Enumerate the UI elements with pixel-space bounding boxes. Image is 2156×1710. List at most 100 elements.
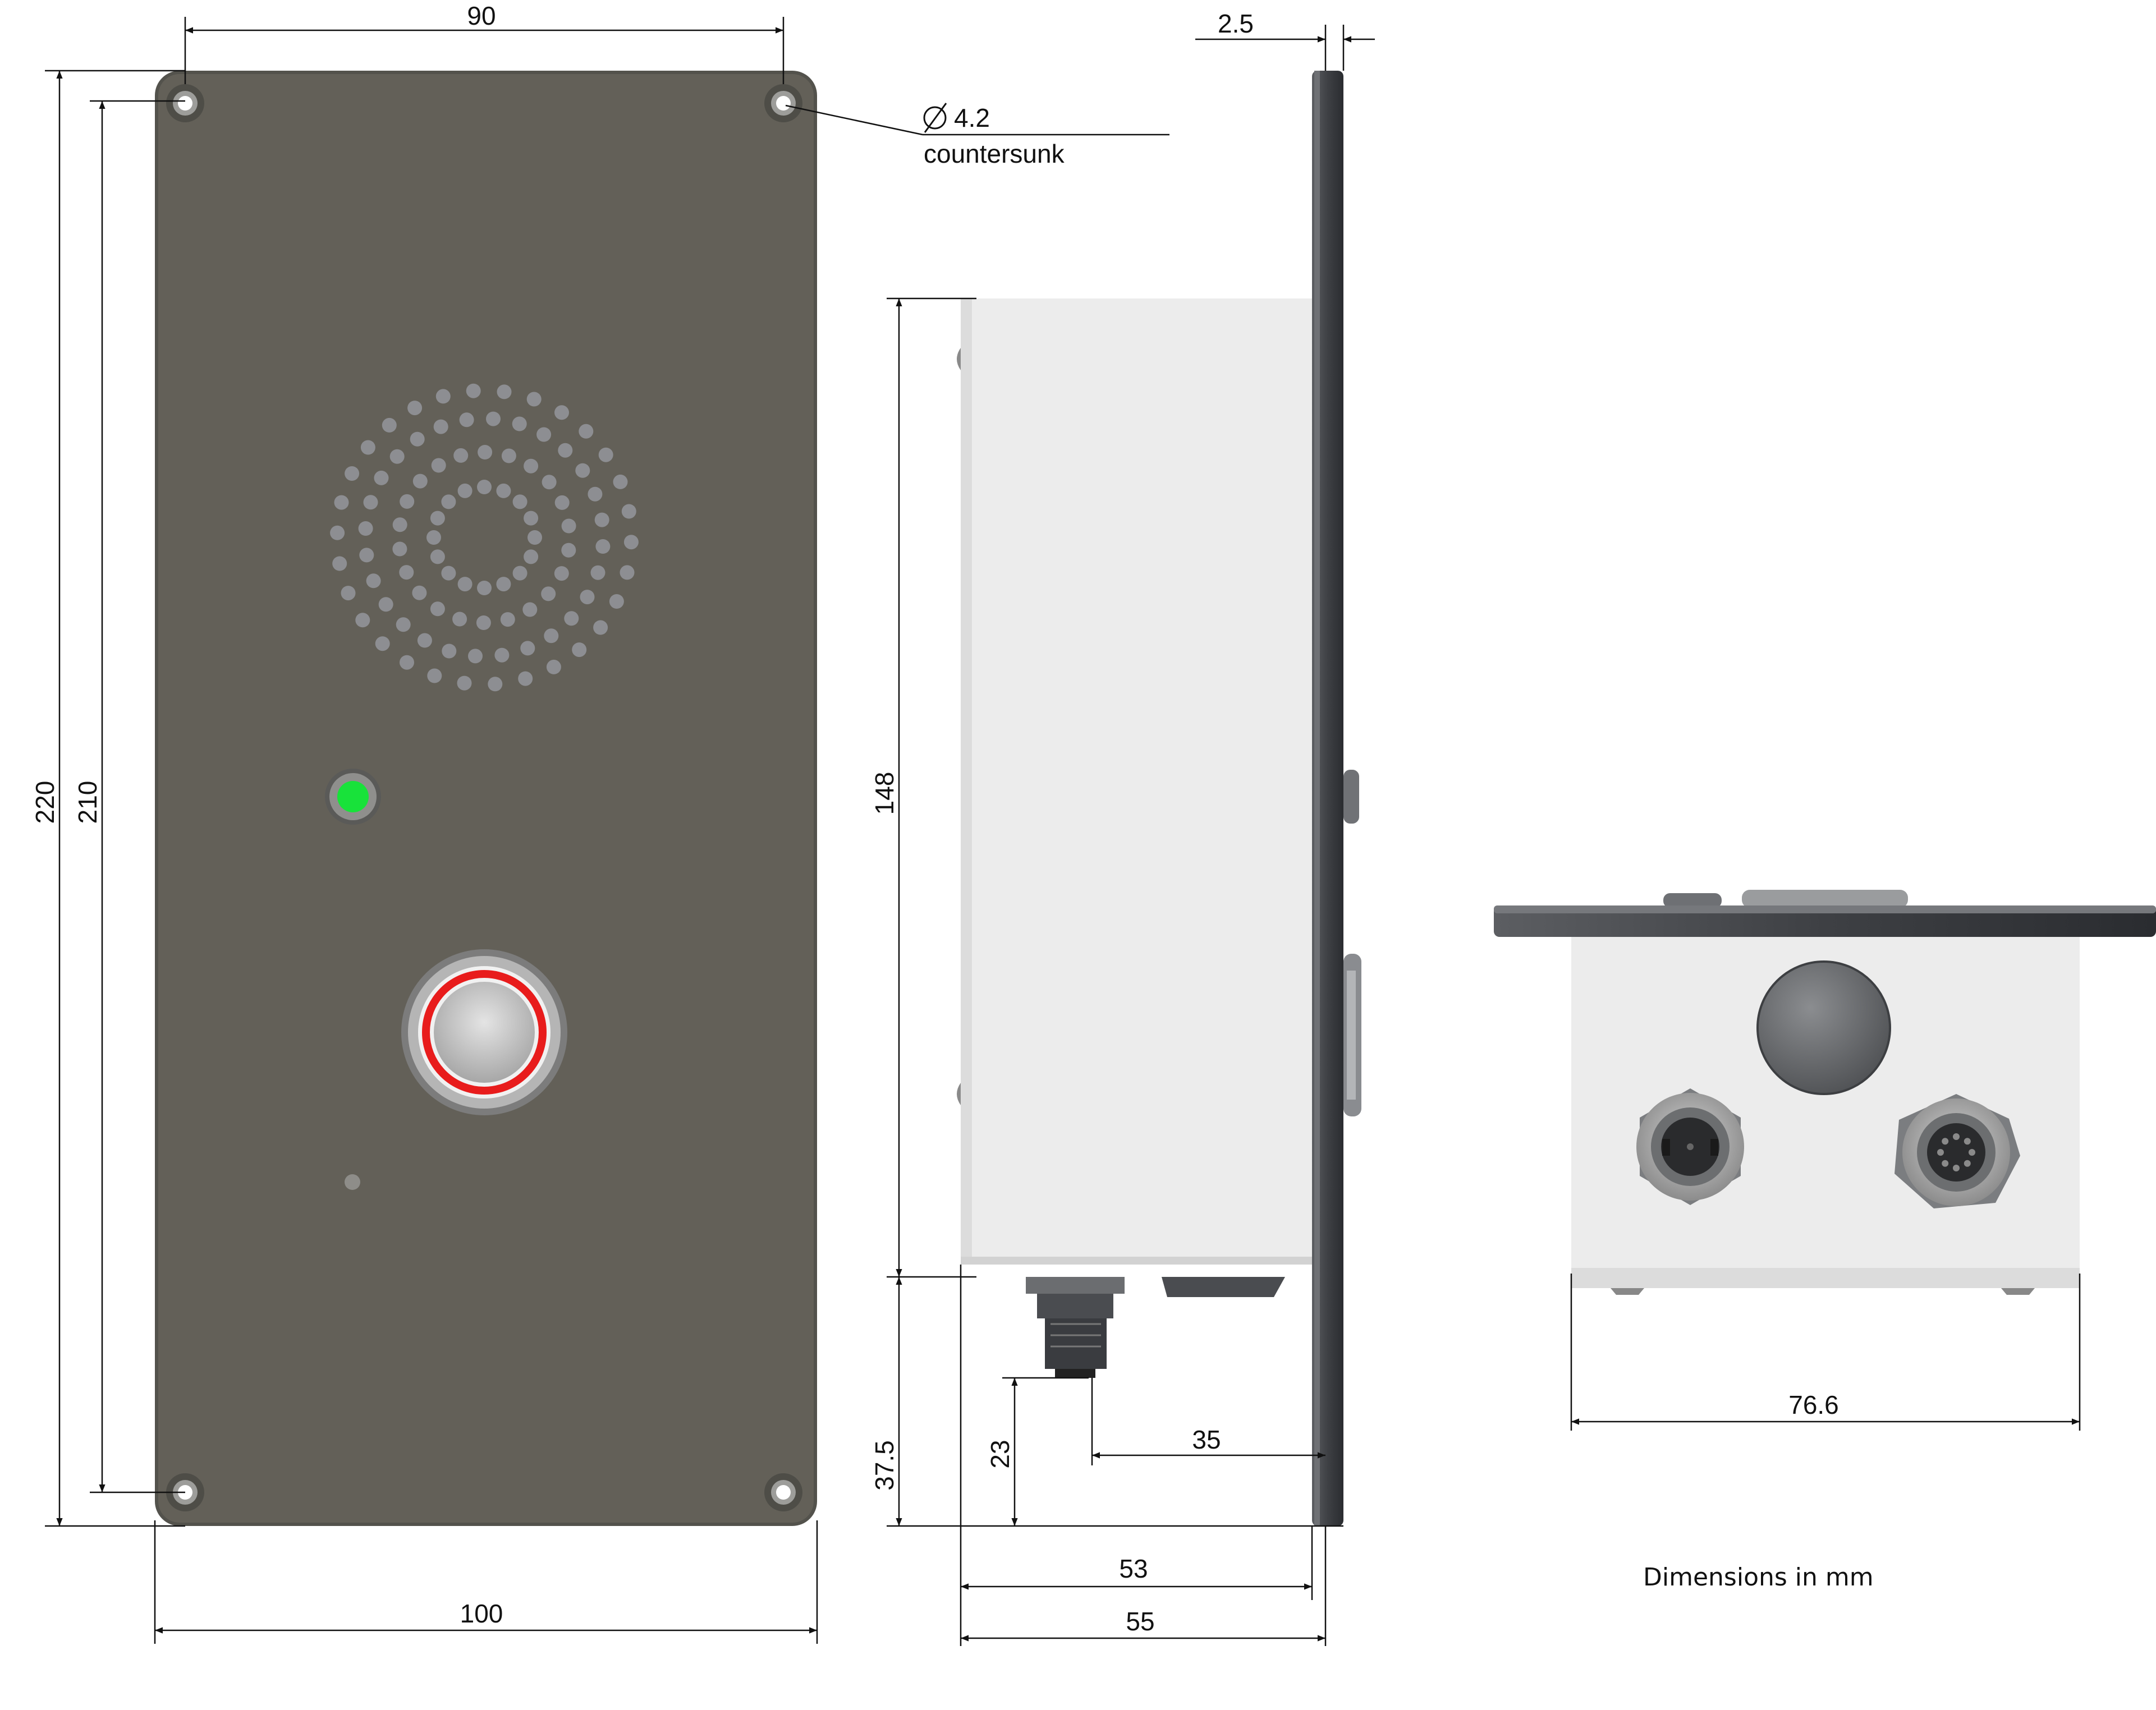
grille-hole — [457, 483, 473, 498]
grille-hole — [572, 642, 587, 658]
grille-hole — [345, 466, 360, 481]
grille-hole — [375, 636, 390, 651]
dim-23: 23 — [985, 1440, 1015, 1468]
grille-hole — [554, 405, 569, 420]
grille-hole — [412, 585, 427, 600]
dim-hole-diameter: 4.2 — [954, 103, 990, 132]
grille-hole — [593, 620, 608, 635]
dim-210: 210 — [73, 781, 102, 824]
bottom-button-bump — [1742, 890, 1908, 908]
bottom-led-bump — [1663, 893, 1722, 908]
grille-hole — [392, 541, 407, 557]
dim-148: 148 — [870, 772, 899, 815]
grille-hole — [366, 573, 381, 589]
grille-hole — [396, 617, 411, 632]
grille-hole — [363, 495, 378, 510]
connector-pin — [1964, 1160, 1971, 1167]
grille-hole — [430, 511, 445, 526]
side-rear-connector — [1162, 1277, 1285, 1297]
grille-hole — [542, 475, 557, 490]
grille-hole — [400, 494, 415, 509]
connector-pin — [1942, 1138, 1949, 1145]
grille-hole — [382, 417, 397, 433]
side-housing — [961, 298, 1312, 1265]
grille-hole — [613, 474, 628, 489]
grille-hole — [441, 566, 456, 581]
grille-hole — [541, 586, 556, 601]
grille-hole — [332, 556, 347, 571]
grille-hole — [546, 659, 561, 674]
grille-hole — [524, 511, 539, 526]
grille-hole — [442, 643, 457, 659]
grille-hole — [512, 416, 527, 431]
grille-hole — [452, 612, 467, 627]
grille-hole — [389, 449, 405, 464]
grille-hole — [494, 647, 510, 663]
grille-hole — [621, 504, 636, 519]
dim-37-5: 37.5 — [870, 1440, 899, 1491]
grille-hole — [526, 392, 542, 407]
grille-hole — [595, 539, 611, 554]
dim-76-6: 76.6 — [1788, 1390, 1839, 1419]
grille-hole — [400, 655, 414, 670]
grille-hole — [435, 389, 451, 404]
grille-hole — [374, 470, 389, 485]
grille-hole — [512, 566, 527, 581]
grille-hole — [564, 611, 579, 626]
grille-hole — [496, 577, 511, 592]
grille-hole — [360, 440, 375, 455]
grille-hole — [426, 530, 441, 545]
diameter-symbol — [923, 103, 947, 133]
grille-hole — [536, 427, 552, 442]
mounting-hole-bottom-right — [764, 1473, 802, 1511]
grille-hole — [441, 494, 456, 509]
grille-hole — [527, 530, 542, 545]
grille-hole — [457, 675, 472, 691]
grille-hole — [410, 431, 425, 447]
grille-hole — [407, 401, 423, 416]
bottom-view — [1494, 890, 2156, 1295]
dim-220: 220 — [30, 781, 59, 824]
grille-hole — [512, 494, 527, 509]
dim-100: 100 — [460, 1599, 503, 1628]
grille-hole — [518, 671, 533, 686]
dim-53: 53 — [1119, 1554, 1148, 1583]
grille-hole — [466, 383, 481, 398]
front-plate-face — [158, 74, 814, 1523]
grille-hole — [358, 521, 373, 536]
grille-hole — [430, 601, 445, 617]
side-led-bump — [1343, 770, 1359, 824]
grille-hole — [457, 577, 473, 592]
call-button — [401, 949, 567, 1115]
speaker-grille — [330, 383, 639, 692]
grille-hole — [544, 628, 559, 643]
grille-hole — [334, 495, 349, 510]
front-view — [155, 71, 817, 1526]
grille-hole — [524, 549, 539, 564]
grille-hole — [588, 486, 603, 502]
microphone-hole — [345, 1174, 360, 1190]
grille-hole — [598, 447, 613, 462]
grille-hole — [459, 412, 474, 428]
grille-hole — [609, 594, 624, 609]
bottom-knob — [1758, 962, 1890, 1094]
bottom-dimensions: 76.6 — [1570, 1274, 2081, 1431]
connector-pin — [1964, 1138, 1971, 1145]
grille-hole — [359, 548, 374, 563]
side-dimensions: 2.5 148 37.5 23 35 53 55 — [870, 9, 1375, 1646]
connector-pin — [1937, 1149, 1944, 1156]
grille-hole — [427, 668, 442, 683]
grille-hole — [378, 597, 393, 612]
side-view — [957, 71, 1361, 1526]
dim-2-5: 2.5 — [1218, 9, 1254, 38]
connector-pin — [1953, 1165, 1960, 1171]
grille-hole — [580, 590, 595, 605]
mounting-hole-top-left — [166, 84, 204, 122]
grille-hole — [575, 463, 590, 478]
grille-hole — [476, 615, 491, 630]
dim-90: 90 — [467, 1, 496, 30]
connector-pin — [1942, 1160, 1949, 1167]
grille-hole — [341, 586, 356, 601]
grille-hole — [477, 581, 492, 595]
